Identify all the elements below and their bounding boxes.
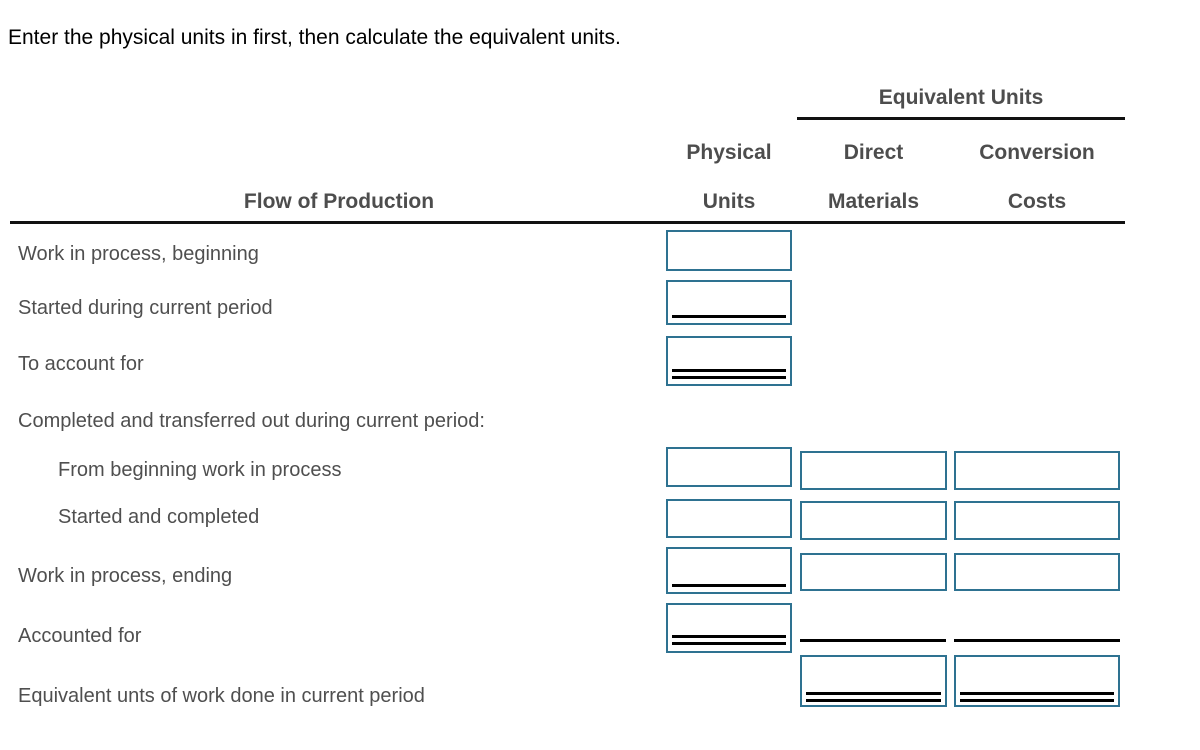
row-label-equivalent-units-current-period: Equivalent unts of work done in current … (18, 685, 425, 707)
input-wip-ending-conversion-costs[interactable] (956, 555, 1118, 589)
row-label-completed-transferred-out: Completed and transferred out during cur… (18, 410, 485, 432)
input-equivalent-units-conversion-costs[interactable] (956, 657, 1118, 705)
row-group-header-flow-of-production: Flow of Production (243, 190, 435, 213)
row-label-wip-ending: Work in process, ending (18, 565, 233, 587)
cell-started-completed-direct-materials (800, 501, 947, 540)
row-label-started-during-period: Started during current period (18, 297, 273, 319)
total-line-conversion-costs (954, 639, 1120, 642)
input-from-beginning-wip-physical[interactable] (668, 449, 790, 485)
row-label-to-account-for: To account for (18, 353, 144, 375)
col-header-physical-line2: Units (702, 190, 756, 213)
col-header-conversion-costs-line2: Costs (1007, 190, 1067, 213)
instruction-text: Enter the physical units in first, then … (8, 26, 621, 49)
input-started-completed-direct-materials[interactable] (802, 503, 945, 538)
total-line-direct-materials (800, 639, 946, 642)
cell-accounted-for-physical (666, 603, 792, 653)
cell-equivalent-units-direct-materials (800, 655, 947, 707)
cell-to-account-for-physical (666, 336, 792, 386)
cell-wip-beginning-physical (666, 230, 792, 271)
cell-wip-ending-physical (666, 547, 792, 594)
cell-from-beginning-wip-direct-materials (800, 451, 947, 490)
row-label-from-beginning-wip: From beginning work in process (58, 459, 342, 481)
col-header-conversion-costs-line1: Conversion (979, 141, 1095, 164)
spanner-underline (797, 117, 1125, 120)
col-header-direct-materials-line2: Materials (827, 190, 920, 213)
cell-from-beginning-wip-physical (666, 447, 792, 487)
cell-started-period-physical (666, 280, 792, 325)
spanner-header-equivalent-units: Equivalent Units (878, 86, 1044, 109)
cell-started-completed-physical (666, 499, 792, 538)
cell-wip-ending-direct-materials (800, 553, 947, 591)
cell-started-completed-conversion-costs (954, 501, 1120, 540)
row-label-accounted-for: Accounted for (18, 625, 142, 647)
input-started-period-physical[interactable] (668, 282, 790, 323)
col-header-physical-line1: Physical (686, 141, 772, 164)
col-header-direct-materials-line1: Direct (843, 141, 904, 164)
input-wip-ending-direct-materials[interactable] (802, 555, 945, 589)
input-from-beginning-wip-conversion-costs[interactable] (956, 453, 1118, 488)
input-wip-beginning-physical[interactable] (668, 232, 790, 269)
cell-wip-ending-conversion-costs (954, 553, 1120, 591)
input-started-completed-physical[interactable] (668, 501, 790, 536)
input-to-account-for-physical[interactable] (668, 338, 790, 384)
row-label-started-and-completed: Started and completed (58, 506, 260, 528)
cell-from-beginning-wip-conversion-costs (954, 451, 1120, 490)
input-accounted-for-physical[interactable] (668, 605, 790, 651)
input-wip-ending-physical[interactable] (668, 549, 790, 592)
input-from-beginning-wip-direct-materials[interactable] (802, 453, 945, 488)
input-equivalent-units-direct-materials[interactable] (802, 657, 945, 705)
row-label-wip-beginning: Work in process, beginning (18, 243, 259, 265)
header-rule (10, 221, 1125, 224)
input-started-completed-conversion-costs[interactable] (956, 503, 1118, 538)
cell-equivalent-units-conversion-costs (954, 655, 1120, 707)
